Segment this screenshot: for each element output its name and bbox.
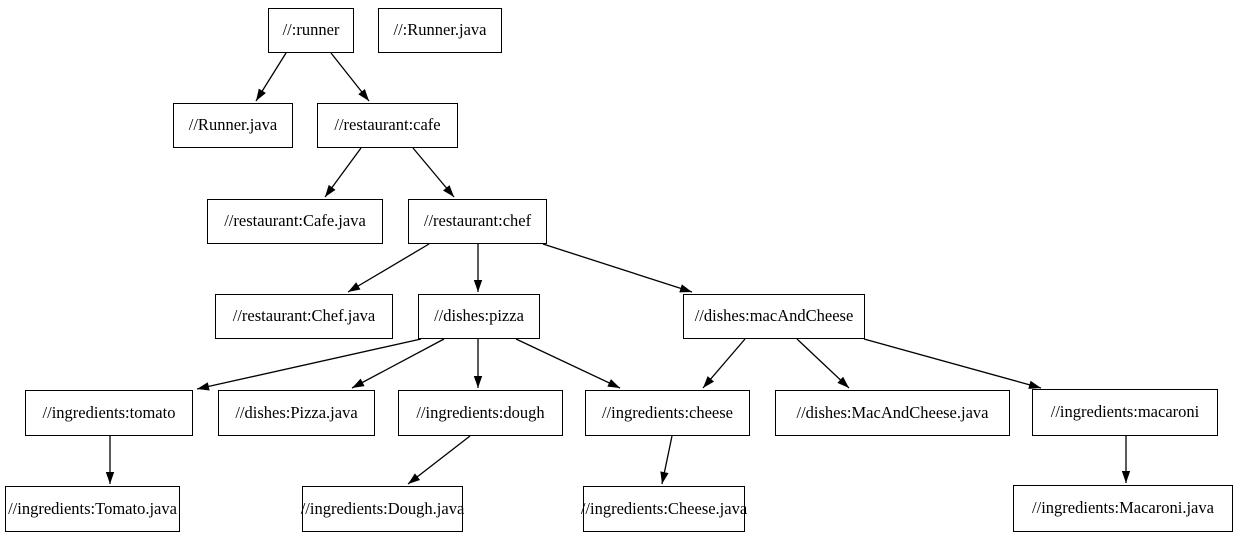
graph-node-label: //ingredients:dough (416, 402, 545, 422)
graph-node-label: //dishes:pizza (434, 306, 524, 326)
graph-node-label: //ingredients:tomato (42, 402, 176, 422)
graph-node-label: //ingredients:Tomato.java (8, 498, 177, 518)
graph-node-runner: //:runner (268, 8, 354, 53)
graph-node-label: //restaurant:cafe (334, 115, 441, 135)
graph-node-label: //dishes:MacAndCheese.java (796, 402, 989, 422)
edge-cafe-to-chef (412, 147, 455, 198)
edge-mac-and-cheese-to-cheese (702, 338, 746, 389)
edge-mac-and-cheese-to-macaroni (863, 338, 1042, 389)
graph-node-cafe-java: //restaurant:Cafe.java (207, 199, 383, 244)
graph-node-chef: //restaurant:chef (408, 199, 547, 244)
edge-chef-to-chef-java (347, 243, 430, 293)
graph-node-cheese-java: //ingredients:Cheese.java (580, 486, 748, 532)
graph-node-macaroni-java: //ingredients:Macaroni.java (1013, 485, 1233, 532)
edge-pizza-to-pizza-java (351, 338, 445, 389)
edge-cheese-to-cheese-java (660, 435, 673, 485)
graph-node-chef-java: //restaurant:Chef.java (215, 294, 393, 339)
graph-node-label: //:runner (282, 20, 340, 40)
graph-node-tomato: //ingredients:tomato (25, 390, 193, 436)
graph-node-tomato-java: //ingredients:Tomato.java (5, 486, 180, 532)
edge-pizza-to-tomato (196, 338, 422, 391)
edge-dough-to-dough-java (407, 435, 471, 485)
graph-node-label: //dishes:Pizza.java (235, 402, 358, 422)
graph-node-label: //dishes:macAndCheese (694, 306, 854, 326)
graph-node-pizza: //dishes:pizza (418, 294, 540, 339)
edge-runner-to-runner-java (255, 52, 287, 102)
graph-node-dough: //ingredients:dough (398, 390, 563, 436)
graph-node-macaroni: //ingredients:macaroni (1032, 389, 1218, 436)
edge-cafe-to-cafe-java (324, 147, 362, 198)
edge-pizza-to-cheese (515, 338, 621, 389)
graph-node-label: //:Runner.java (393, 20, 487, 40)
edge-chef-to-mac-and-cheese (542, 243, 693, 293)
graph-node-mac-and-cheese: //dishes:macAndCheese (683, 294, 865, 339)
graph-node-label: //ingredients:macaroni (1050, 402, 1200, 422)
graph-node-cafe: //restaurant:cafe (317, 103, 458, 148)
graph-node-label: //ingredients:Macaroni.java (1032, 498, 1214, 518)
graph-node-label: //restaurant:Chef.java (232, 306, 376, 326)
edge-mac-and-cheese-to-mac-and-cheese-java (796, 338, 850, 389)
graph-node-dough-java: //ingredients:Dough.java (300, 486, 465, 532)
graph-node-mac-and-cheese-java: //dishes:MacAndCheese.java (775, 390, 1010, 436)
graph-node-cheese: //ingredients:cheese (585, 390, 750, 436)
graph-node-runner-java-file: //:Runner.java (378, 8, 502, 53)
graph-node-pizza-java: //dishes:Pizza.java (218, 390, 375, 436)
graph-node-label: //ingredients:cheese (601, 402, 734, 422)
edge-runner-to-cafe (330, 52, 370, 102)
graph-node-label: //ingredients:Dough.java (300, 498, 465, 518)
graph-node-label: //restaurant:Cafe.java (224, 211, 366, 231)
graph-node-runner-java: //Runner.java (173, 103, 293, 148)
graph-node-label: //restaurant:chef (423, 211, 532, 231)
graph-node-label: //ingredients:Cheese.java (580, 498, 748, 518)
graph-node-label: //Runner.java (188, 115, 278, 135)
